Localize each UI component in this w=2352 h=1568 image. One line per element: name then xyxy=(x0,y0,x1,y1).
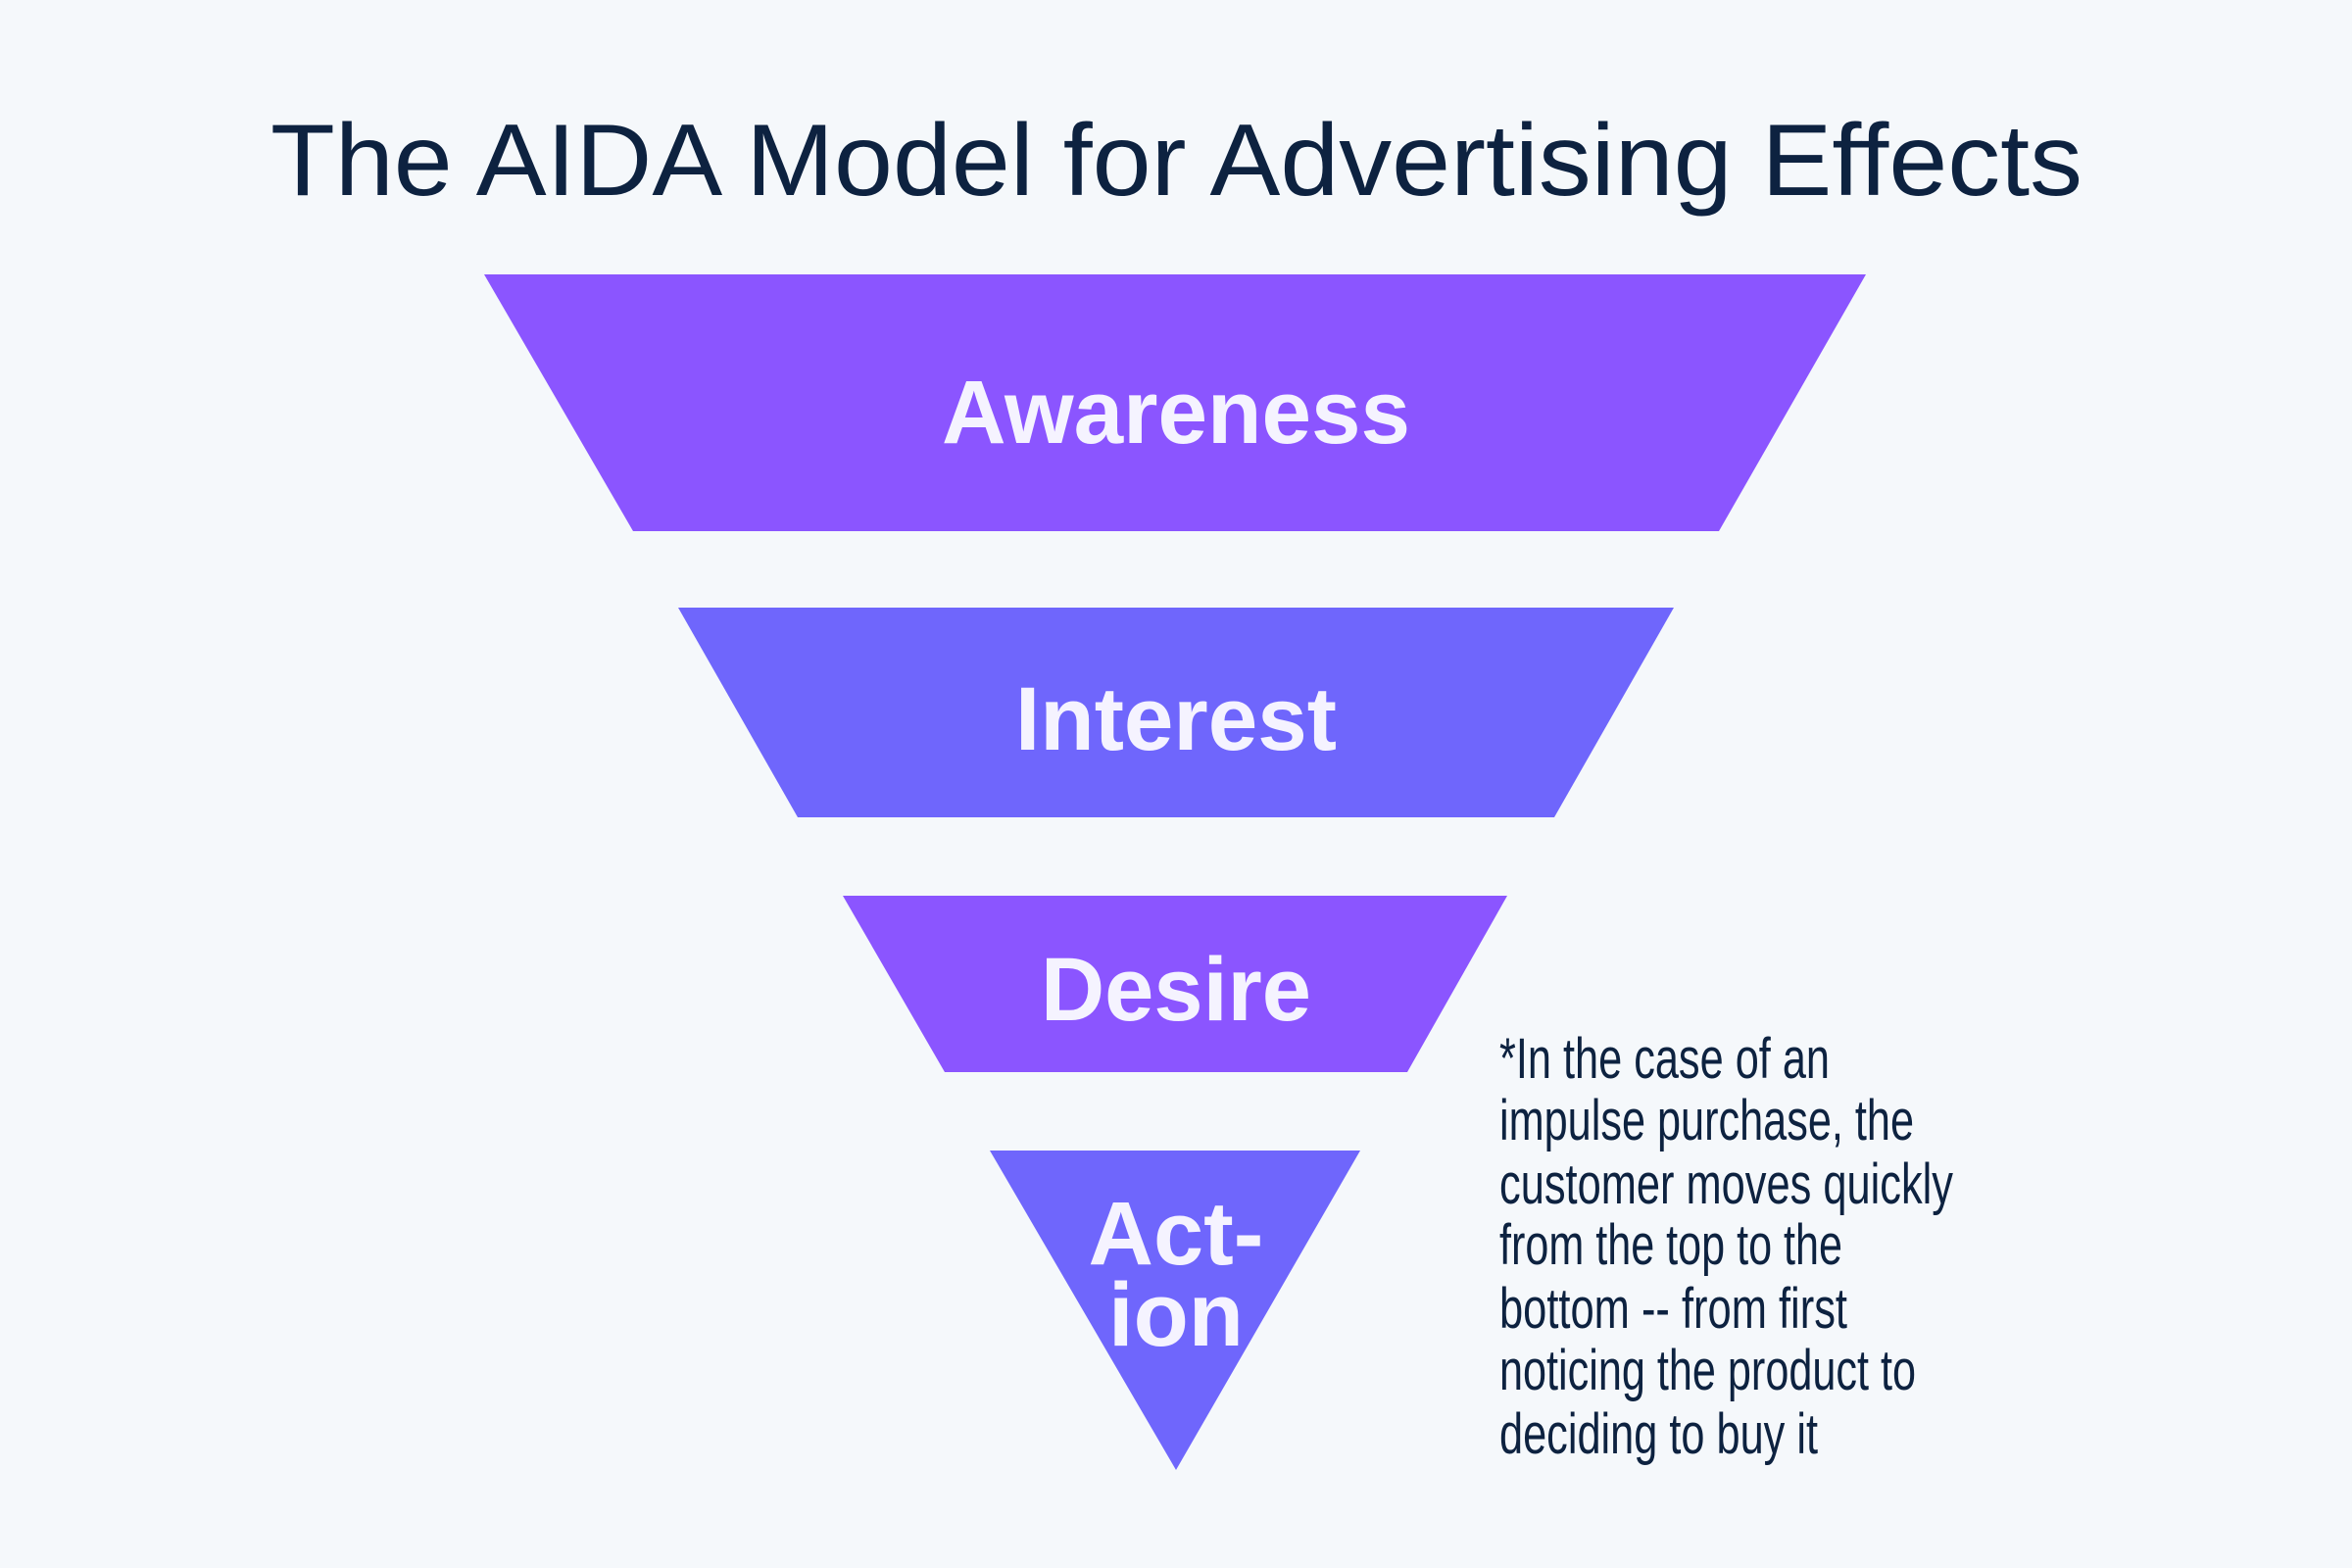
footnote-line: noticing the product to xyxy=(1499,1339,1916,1402)
stage-label-action-line1: Act- xyxy=(1089,1184,1264,1284)
footnote: *In the case of an impulse purchase, the… xyxy=(1499,1027,1953,1466)
footnote-line: impulse purchase, the xyxy=(1499,1089,1914,1152)
footnote-line: bottom -- from first xyxy=(1499,1277,1847,1341)
stage-label-desire: Desire xyxy=(1041,940,1311,1040)
funnel-stage-desire xyxy=(843,896,1507,1072)
footnote-line: from the top to the xyxy=(1499,1213,1842,1277)
funnel-stage-action xyxy=(990,1151,1360,1470)
footnote-line: *In the case of an xyxy=(1499,1027,1830,1091)
footnote-line: deciding to buy it xyxy=(1499,1402,1818,1466)
diagram-title: The AIDA Model for Advertising Effects xyxy=(270,104,2082,218)
funnel-stage-awareness xyxy=(484,274,1866,531)
footnote-line: customer moves quickly xyxy=(1499,1152,1953,1216)
stage-label-interest: Interest xyxy=(1015,669,1337,769)
stage-label-awareness: Awareness xyxy=(942,363,1410,463)
funnel-stage-interest xyxy=(678,608,1674,817)
stage-label-action-line2: ion xyxy=(1108,1265,1244,1365)
